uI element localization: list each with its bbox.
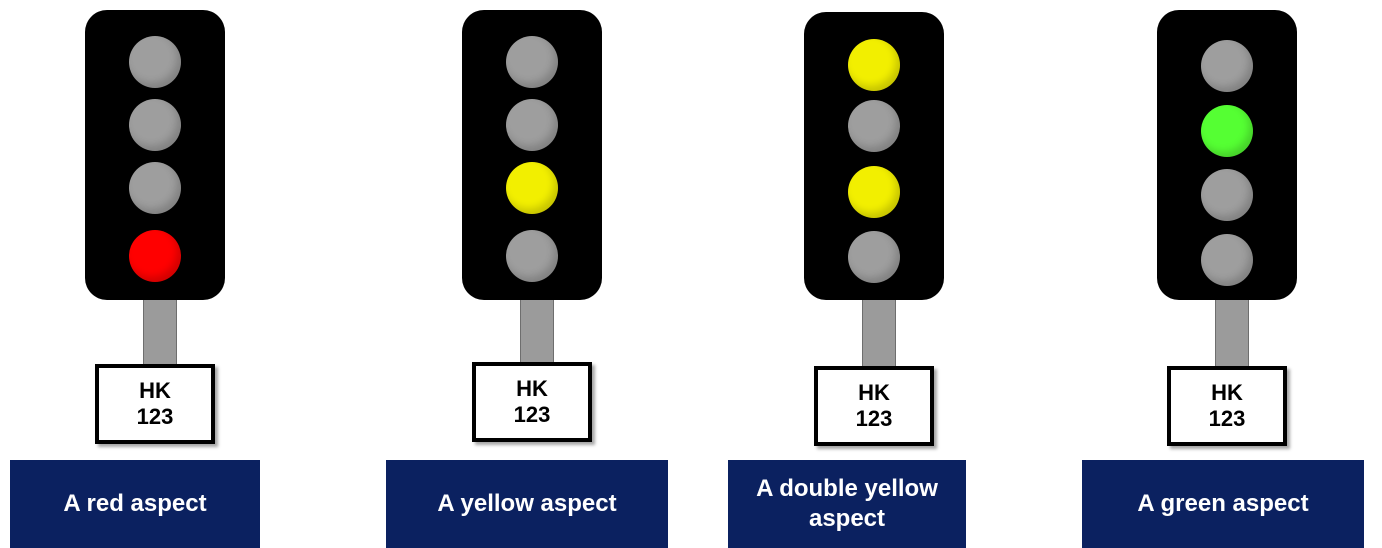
signal-lamp-3 — [506, 162, 558, 214]
signal-id-plate: HK 123 — [814, 366, 934, 446]
plate-line-2: 123 — [136, 404, 174, 429]
signal-lamp-2 — [848, 100, 900, 152]
signal-head — [804, 12, 944, 300]
signal-lamp-4 — [848, 231, 900, 283]
signal-lamp-3 — [848, 166, 900, 218]
signal-lamp-3 — [1201, 169, 1253, 221]
signal-lamp-1 — [1201, 40, 1253, 92]
signal-lamp-2 — [506, 99, 558, 151]
plate-line-1: HK — [139, 378, 171, 403]
aspect-caption: A double yellow aspect — [728, 460, 966, 548]
aspect-caption: A red aspect — [10, 460, 260, 548]
signal-pole — [862, 300, 896, 368]
signal-red-aspect: HK 123 A red aspect — [0, 0, 260, 548]
signal-pole — [143, 300, 177, 364]
plate-line-1: HK — [516, 376, 548, 401]
aspect-caption: A yellow aspect — [386, 460, 668, 548]
signal-id-plate: HK 123 — [472, 362, 592, 442]
signal-yellow-aspect: HK 123 A yellow aspect — [380, 0, 668, 548]
plate-line-1: HK — [858, 380, 890, 405]
signal-pole — [520, 300, 554, 364]
signal-double-yellow-aspect: HK 123 A double yellow aspect — [720, 0, 980, 548]
signal-green-aspect: HK 123 A green aspect — [1070, 0, 1382, 548]
signal-lamp-2 — [1201, 105, 1253, 157]
signal-head — [1157, 10, 1297, 300]
signal-pole — [1215, 300, 1249, 368]
signal-head — [462, 10, 602, 300]
signal-head — [85, 10, 225, 300]
plate-line-2: 123 — [855, 406, 893, 431]
signal-lamp-1 — [129, 36, 181, 88]
signal-lamp-4 — [506, 230, 558, 282]
plate-line-1: HK — [1211, 380, 1243, 405]
plate-line-2: 123 — [513, 402, 551, 427]
signal-lamp-2 — [129, 99, 181, 151]
signal-lamp-3 — [129, 162, 181, 214]
signal-id-plate: HK 123 — [95, 364, 215, 444]
signal-id-plate: HK 123 — [1167, 366, 1287, 446]
signal-lamp-1 — [506, 36, 558, 88]
signal-lamp-4 — [129, 230, 181, 282]
signal-lamp-4 — [1201, 234, 1253, 286]
signal-lamp-1 — [848, 39, 900, 91]
plate-line-2: 123 — [1208, 406, 1246, 431]
aspect-caption: A green aspect — [1082, 460, 1364, 548]
